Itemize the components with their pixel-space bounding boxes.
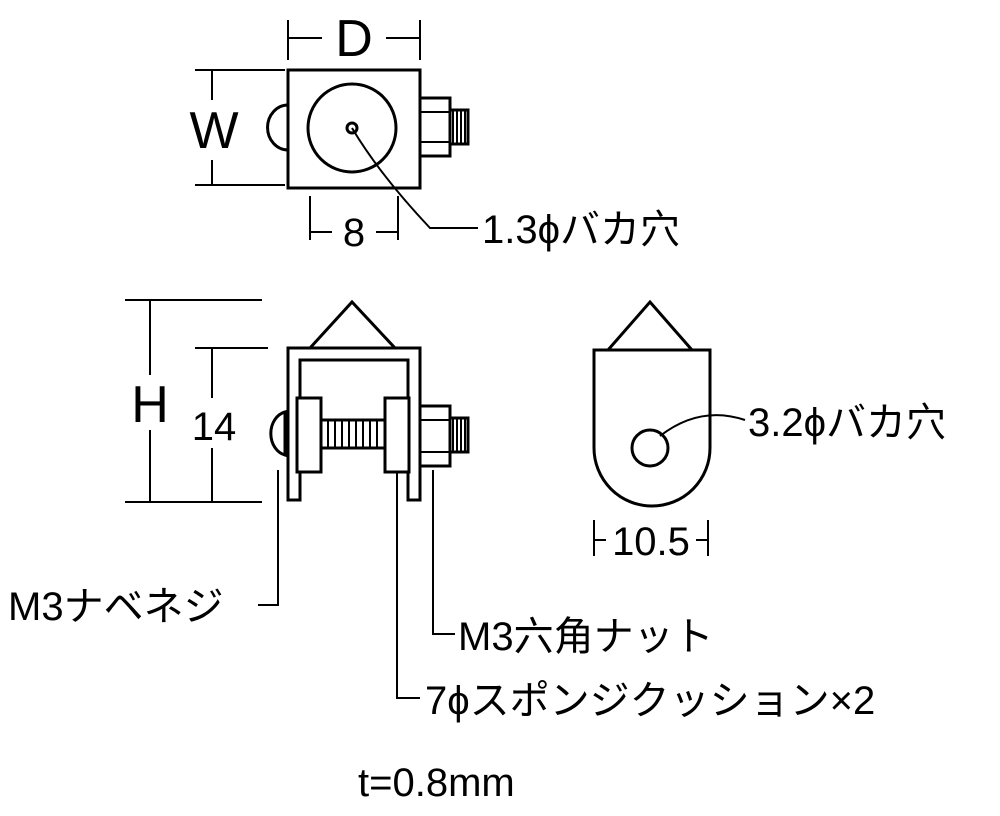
callout-tab-hole: 3.2ϕバカ穴 — [748, 401, 946, 445]
dim-14-label: 14 — [192, 405, 237, 449]
thread-top-hatch — [452, 110, 466, 144]
callout-top-hole: 1.3ϕバカ穴 — [482, 208, 680, 252]
tab-tip-side — [306, 299, 399, 350]
cushion-right — [383, 396, 411, 474]
leader-nut — [432, 470, 455, 635]
nut-top — [418, 96, 452, 158]
thickness-note: t=0.8mm — [358, 761, 515, 805]
tab-circle-top — [306, 82, 398, 174]
clip-body-top — [286, 68, 422, 190]
side-view: H 14 M3ナベネジ M3六角ナット 7ϕスポンジクッション×2 — [8, 299, 875, 723]
top-hole — [345, 121, 359, 135]
tab-tip-front — [604, 299, 696, 352]
tab-hole — [630, 428, 670, 468]
thread-side — [448, 416, 470, 454]
callout-cushion: 7ϕスポンジクッション×2 — [425, 679, 875, 723]
thread-side-hatch — [452, 418, 466, 452]
leader-cushion — [396, 472, 420, 699]
screw-head-top — [266, 103, 290, 152]
leader-tab-hole — [659, 414, 746, 437]
top-view: D W 8 1.3ϕバカ穴 — [189, 10, 680, 255]
screw-shaft — [319, 418, 387, 450]
tab-front — [592, 348, 712, 508]
dim-w-label: W — [189, 102, 238, 160]
nut-side — [418, 404, 452, 468]
leader-top-hole — [351, 127, 478, 229]
thread-top — [448, 108, 470, 146]
dim-d-label: D — [335, 10, 373, 68]
cushion-left — [295, 396, 323, 474]
dim-105-label: 10.5 — [612, 520, 690, 564]
leader-screw — [258, 470, 279, 606]
screw-head-side — [269, 410, 287, 457]
dim-h-label: H — [131, 376, 169, 434]
dim-8-label: 8 — [343, 211, 365, 255]
callout-nut: M3六角ナット — [458, 615, 714, 659]
tab-view: 3.2ϕバカ穴 10.5 — [592, 299, 946, 564]
screw-thread-hatch — [327, 420, 378, 448]
callout-screw: M3ナベネジ — [8, 585, 224, 629]
